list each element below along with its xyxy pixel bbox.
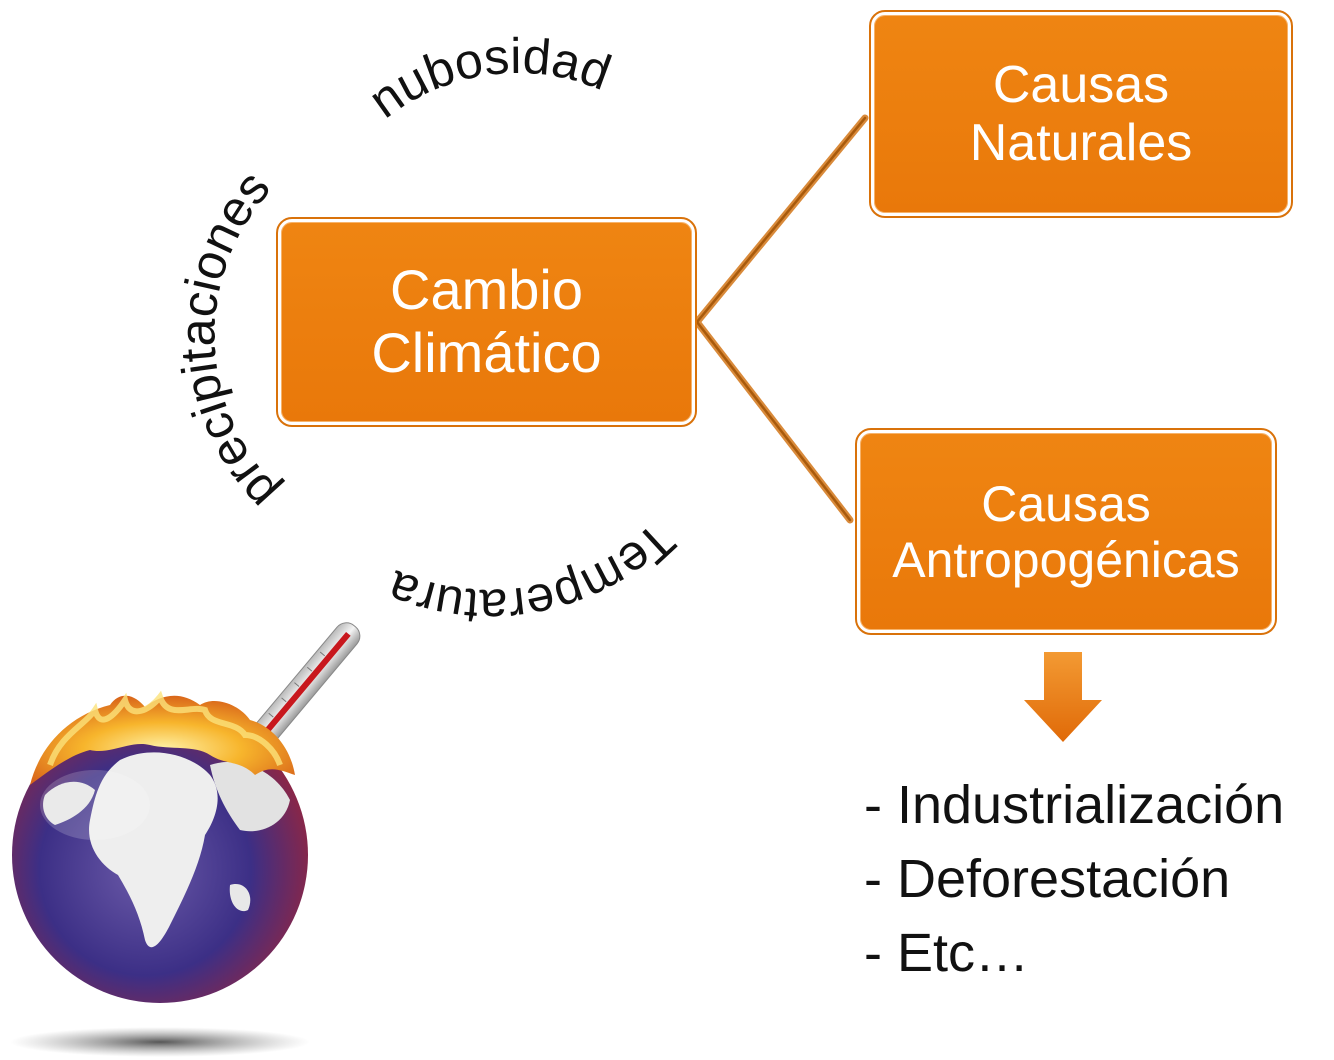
down-arrow-icon [1024, 652, 1102, 742]
label-temperatura: Temperatura [380, 512, 686, 635]
node-cambio-climatico-line1: Cambio [390, 258, 583, 322]
list-item-deforestacion: - Deforestación [864, 849, 1231, 909]
node-causas-naturales-line2: Naturales [969, 114, 1193, 172]
node-causas-naturales: Causas Naturales [869, 10, 1293, 218]
node-causas-antropogenicas-line2: Antropogénicas [892, 531, 1240, 588]
node-cambio-climatico-line2: Climático [371, 321, 602, 384]
list-item-etc: - Etc… [864, 923, 1030, 983]
node-causas-antropogenicas-line1: Causas [981, 475, 1151, 532]
burning-globe-thermometer-icon [10, 622, 361, 1057]
node-causas-naturales-line1: Causas [992, 55, 1170, 114]
anthropogenic-causes-list: - Industrialización - Deforestación - Et… [864, 768, 1284, 990]
list-item-industrializacion: - Industrialización [864, 775, 1285, 835]
label-precipitaciones: precipitaciones [169, 160, 288, 521]
node-cambio-climatico: Cambio Climático [276, 217, 697, 427]
label-nubosidad: nubosidad [359, 28, 619, 129]
node-causas-antropogenicas: Causas Antropogénicas [855, 428, 1277, 635]
